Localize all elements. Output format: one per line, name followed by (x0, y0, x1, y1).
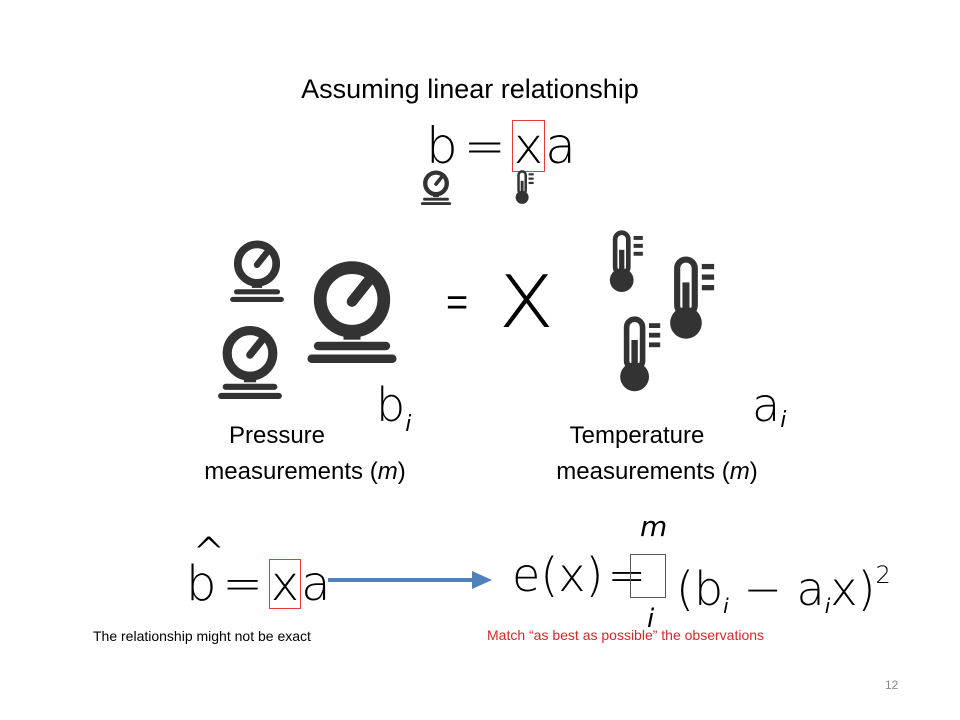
unknown-x-box: x (268, 556, 302, 612)
thermometer-icon (620, 316, 661, 392)
pressure-symbol: bi (376, 378, 412, 437)
unknown-x-box: x (511, 117, 546, 175)
hat-symbol: ^ (192, 530, 226, 576)
sum-upper-limit: m (640, 510, 668, 543)
temperature-label: Temperature measurements (m) (556, 422, 758, 485)
caption-match-observations: Match “as best as possible” the observat… (487, 627, 765, 643)
error-function-equation: e(x)= (512, 548, 646, 602)
big-equals: = (446, 282, 469, 324)
pressure-gauge-icon (307, 261, 397, 363)
pressure-gauge-icon (218, 326, 282, 399)
thermometer-icon (670, 256, 715, 339)
pressure-label: Pressure measurements (m) (204, 422, 406, 485)
caption-relationship: The relationship might not be exact (93, 628, 311, 644)
top-equation: b=xa (426, 117, 576, 175)
summation-placeholder-box (630, 554, 666, 598)
big-x: x (498, 238, 555, 350)
temperature-symbol: ai (752, 378, 787, 433)
hat-b-equation: b=xa (186, 556, 331, 612)
arrow-icon (328, 571, 492, 589)
page-number: 12 (885, 678, 899, 692)
thermometer-icon (609, 230, 643, 293)
slide-title: Assuming linear relationship (301, 74, 639, 104)
pressure-gauge-icon (420, 170, 452, 205)
sum-lower-limit: i (647, 604, 655, 634)
pressure-gauge-icon (230, 240, 284, 302)
thermometer-icon (515, 170, 534, 204)
residual-term: (bi − aix)2 (676, 561, 891, 618)
